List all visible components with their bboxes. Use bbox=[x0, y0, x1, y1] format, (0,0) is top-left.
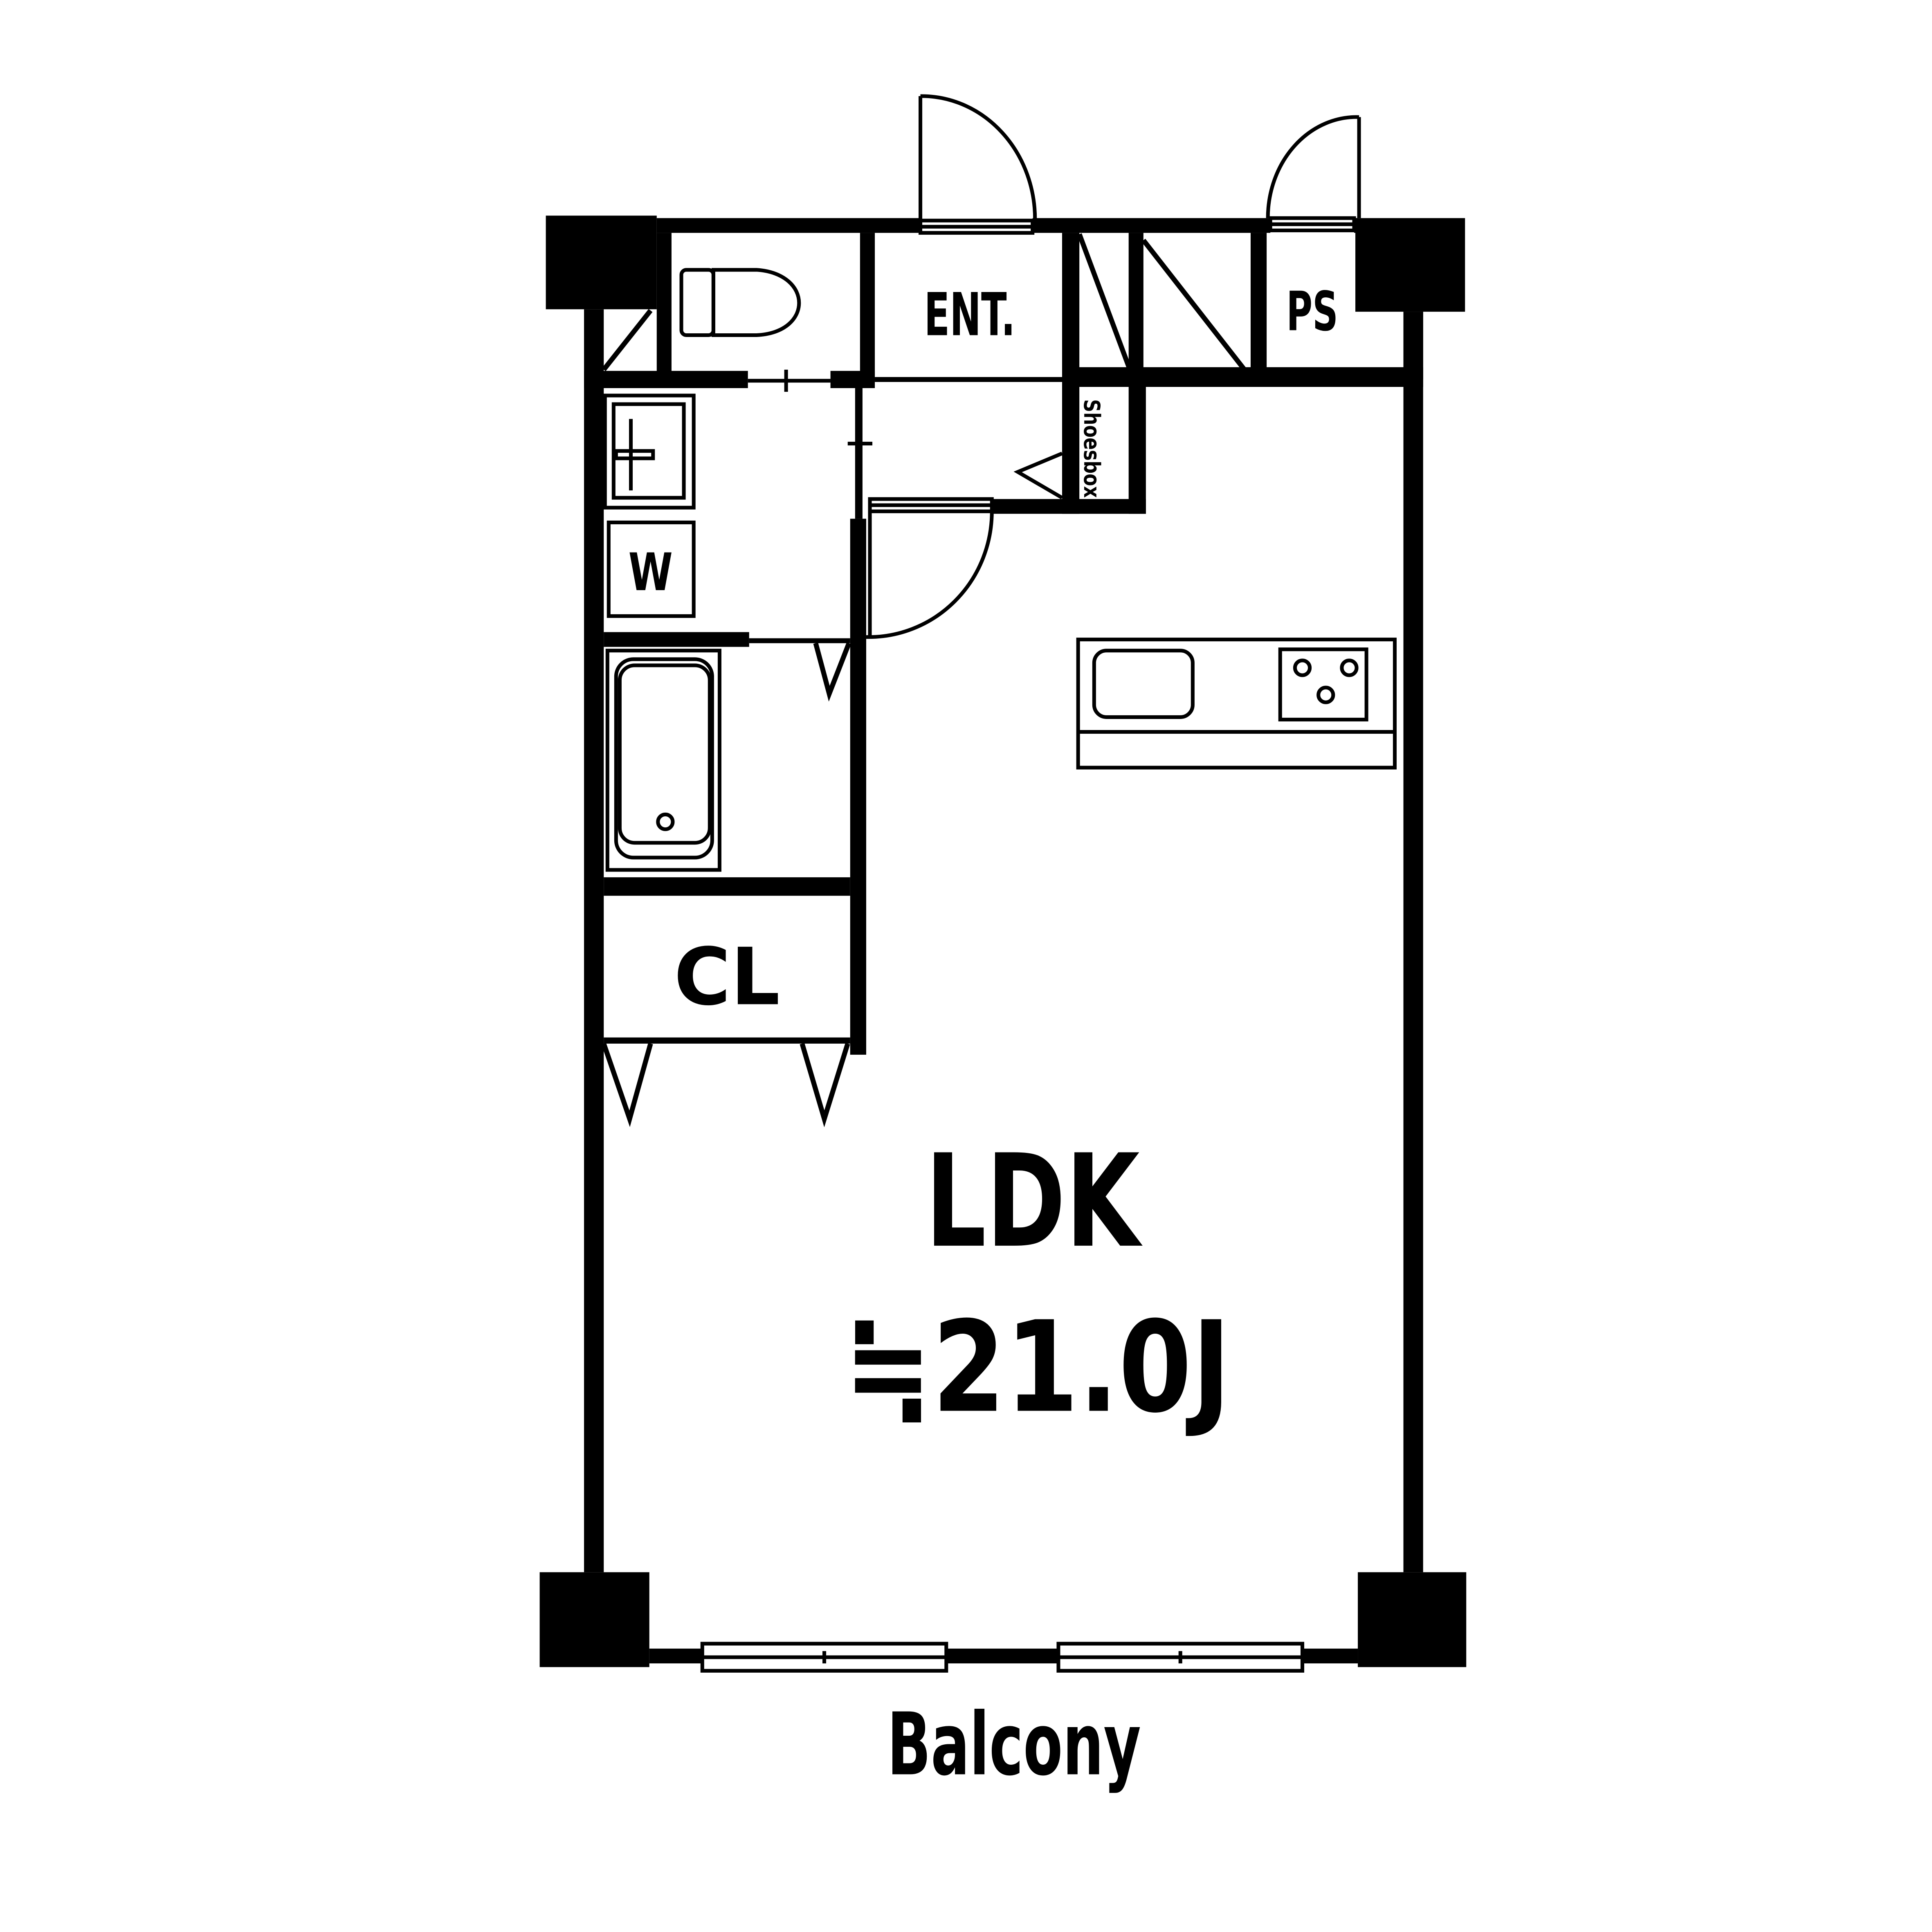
wall-ticks bbox=[748, 369, 873, 446]
wall-bath-top bbox=[604, 632, 749, 647]
toilet-icon bbox=[679, 268, 801, 337]
wall-shoebox-right bbox=[1128, 377, 1146, 514]
column-bottom-left bbox=[539, 1572, 649, 1667]
column-bottom-right bbox=[1358, 1572, 1467, 1667]
closet-door-marks bbox=[601, 1042, 850, 1128]
washbasin-icon bbox=[603, 393, 696, 510]
entrance-door bbox=[919, 94, 1037, 235]
wall-closet-bottom bbox=[604, 1037, 850, 1044]
room-size-ldk: ≒21.0J bbox=[844, 1295, 1231, 1441]
exterior-walls bbox=[584, 218, 1423, 1664]
room-label-shoesbox: Shoesbox bbox=[1079, 399, 1105, 498]
wall-bath-bottom bbox=[604, 877, 850, 896]
column-top-right bbox=[1355, 218, 1465, 312]
room-label-ldk: LDK bbox=[926, 1127, 1143, 1276]
room-label-closet: CL bbox=[674, 931, 780, 1023]
wall-washroom-right-upper bbox=[855, 388, 863, 519]
ps-door bbox=[1266, 115, 1361, 232]
wall-top-1 bbox=[656, 218, 921, 233]
balcony-windows bbox=[700, 1642, 1305, 1673]
column-top-left bbox=[546, 216, 657, 310]
wall-toilet-bottom-right bbox=[830, 371, 875, 389]
wall-right bbox=[1403, 312, 1423, 1573]
stove-icon bbox=[1278, 647, 1368, 721]
bathtub-icon bbox=[605, 649, 721, 872]
wall-bottom-2 bbox=[946, 1649, 1058, 1664]
room-label-ps: PS bbox=[1286, 280, 1338, 343]
washer-box bbox=[607, 520, 696, 618]
wall-closet-divider-2 bbox=[1250, 233, 1267, 377]
shoesbox-door-mark bbox=[1013, 452, 1063, 500]
wall-bath-top-thin bbox=[749, 638, 850, 643]
wall-shoebox-bottom bbox=[993, 499, 1146, 514]
top-closets bbox=[602, 233, 1247, 371]
wall-bottom-3 bbox=[1302, 1649, 1358, 1664]
structural-columns bbox=[539, 216, 1467, 1667]
bath-door-mark bbox=[813, 642, 851, 702]
wall-toilet-right bbox=[860, 233, 875, 376]
wall-bottom-1 bbox=[649, 1649, 703, 1664]
room-label-entrance: ENT. bbox=[924, 281, 1015, 349]
wall-ps-right bbox=[1403, 312, 1423, 380]
wall-toilet-left bbox=[656, 233, 672, 376]
sink-icon bbox=[1092, 649, 1195, 719]
wall-ent-lower bbox=[875, 377, 1062, 382]
wall-washroom-right bbox=[850, 519, 866, 1055]
wall-left bbox=[584, 309, 604, 1573]
wall-top-2 bbox=[1032, 218, 1271, 233]
wall-closet-divider-1 bbox=[1128, 233, 1143, 377]
washroom-door bbox=[866, 497, 994, 639]
room-label-washer: W bbox=[629, 542, 673, 602]
wall-toilet-bottom-left bbox=[584, 371, 748, 389]
kitchen-counter bbox=[1076, 638, 1397, 770]
balcony-label: Balcony bbox=[887, 1694, 1141, 1795]
